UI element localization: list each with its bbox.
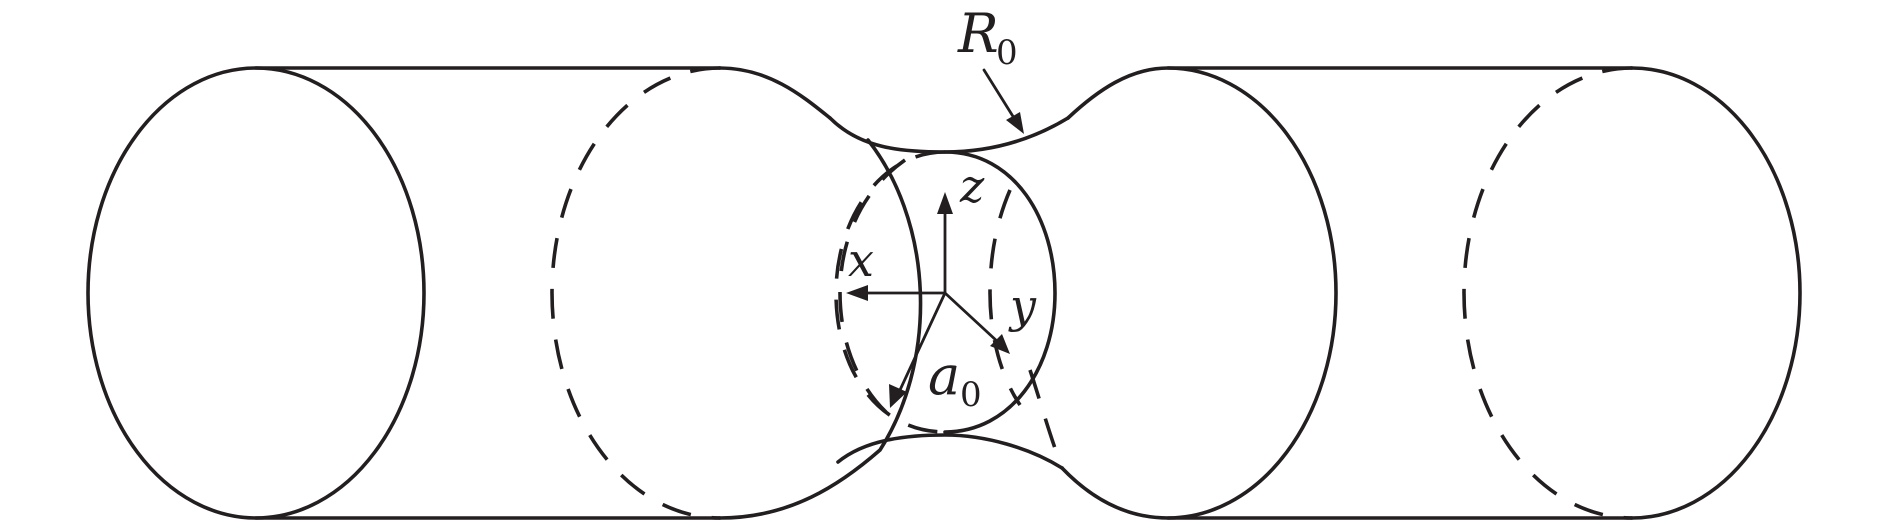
neck-bottom-saddle — [836, 433, 1064, 470]
y-axis-line — [943, 291, 1000, 344]
neck-inner-left-ring — [838, 158, 907, 422]
left-cylinder-end-face — [86, 66, 426, 520]
neck-radius-leader — [982, 68, 1016, 120]
radius-line — [898, 291, 947, 392]
neck-throat-front-arc — [943, 150, 1057, 434]
left-cylinder-hidden-arc — [550, 66, 721, 520]
radius-arrowhead — [889, 384, 907, 408]
y-axis-arrowhead — [990, 334, 1010, 354]
x-axis-label: x — [848, 233, 874, 287]
right-cylinder-end-face — [1630, 66, 1802, 520]
neck-radius-arrowhead — [1006, 112, 1024, 134]
radius-subscript: 0 — [960, 375, 982, 415]
neck-radius-subscript: 0 — [996, 33, 1018, 73]
left-cylinder-front-arc — [718, 66, 923, 520]
x-axis-arrowhead — [846, 285, 868, 301]
coordinate-axes — [846, 192, 1010, 408]
neck-radius-pointer — [982, 68, 1024, 134]
neck-radius-label: R — [957, 2, 999, 65]
right-cylinder-hidden-arc — [1462, 66, 1633, 520]
y-axis-label: y — [1008, 279, 1037, 333]
right-cylinder-front-arc — [1060, 66, 1338, 520]
radius-label: a — [928, 344, 960, 407]
z-axis-label: z — [959, 159, 985, 213]
neck-region — [828, 116, 1070, 470]
z-axis-arrowhead — [937, 192, 953, 214]
right-cylinder — [1060, 66, 1802, 520]
neck-inner-right-ring — [988, 189, 1064, 469]
neck-top-saddle — [828, 116, 1070, 154]
left-cylinder — [86, 66, 923, 520]
